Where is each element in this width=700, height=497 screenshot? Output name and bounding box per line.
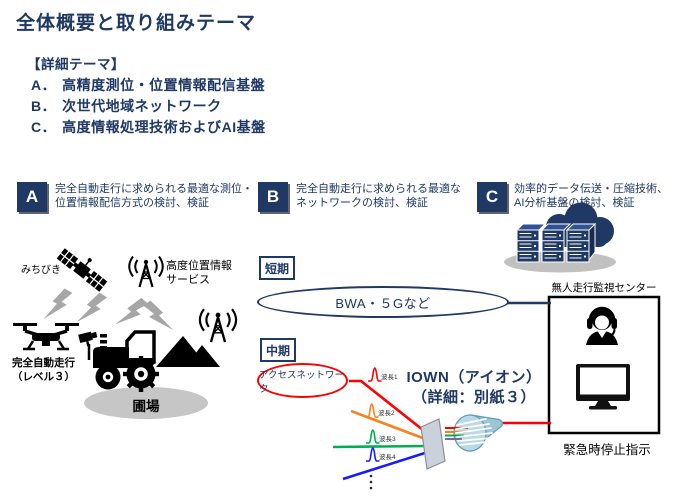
- multiplexer-prism: [420, 418, 446, 470]
- iown-label: IOWN（アイオン） （詳細：別紙３）: [406, 369, 542, 406]
- access-network-ellipse: アクセスネットワーク: [257, 363, 348, 398]
- wavelength4-peak: [365, 447, 381, 462]
- section-b-description: 完全自動走行に求められる最適な ネットワークの検討、検証: [296, 183, 486, 210]
- autonomous-driving-label: 完全自動走行 （レベル３）: [12, 357, 75, 383]
- theme-item-b-label: B．: [31, 98, 57, 114]
- monitor-icon: [576, 364, 630, 410]
- section-c-line1: 効率的データ伝送・圧縮技術、: [514, 183, 668, 195]
- radio-tower-icon-2: [198, 307, 238, 344]
- theme-item-b: B． 次世代地域ネットワーク: [31, 96, 222, 116]
- optical-fiber-icon: [445, 414, 504, 453]
- wavelength2-label: 波長2: [378, 410, 395, 417]
- monitoring-center-label: 無人走行監視センター: [551, 282, 657, 294]
- michibiki-label: みちびき: [21, 265, 61, 276]
- short-term-box: 短期: [259, 256, 295, 280]
- wavelength2-peak: [364, 403, 380, 418]
- drone-icon: [13, 323, 79, 351]
- page-title: 全体概要と取り組みテーマ: [16, 13, 257, 34]
- wavelength2-line: [350, 409, 429, 442]
- theme-item-a-text: 高精度測位・位置情報配信基盤: [62, 77, 266, 93]
- field-label: 圃場: [132, 399, 160, 414]
- wavelength1-label: 波長1: [381, 374, 398, 381]
- section-c-line2: AI分析基盤の検討、検証: [514, 196, 635, 209]
- section-c-description: 効率的データ伝送・圧縮技術、 AI分析基盤の検討、検証: [514, 183, 694, 210]
- section-badge-b: B: [258, 182, 288, 212]
- wavelength3-label: 波長3: [379, 436, 396, 443]
- satellite-icon: [56, 248, 108, 292]
- location-service-label: 高度位置情報 サービス: [166, 260, 232, 286]
- signal-bolts: [42, 286, 174, 338]
- theme-item-a-label: A．: [31, 77, 57, 93]
- radio-tower-icon: [128, 255, 164, 289]
- field-ellipse: [84, 387, 208, 419]
- wavelength3-peak: [365, 429, 381, 444]
- wavelength1-peak: [367, 367, 383, 382]
- themes-heading: 【詳細テーマ】: [27, 57, 125, 72]
- wavelength4-line: [342, 450, 429, 481]
- theme-item-b-text: 次世代地域ネットワーク: [62, 98, 222, 114]
- theme-item-c-text: 高度情報処理技術およびAI基盤: [62, 119, 266, 135]
- section-b-line2: ネットワークの検討、検証: [296, 196, 428, 209]
- section-badge-c: C: [477, 182, 507, 212]
- section-a-line1: 完全自動走行に求められる最適な測位・: [55, 183, 253, 195]
- mid-term-box: 中期: [260, 338, 296, 362]
- theme-item-c-label: C．: [31, 119, 57, 135]
- more-wavelengths-dots: [369, 474, 373, 490]
- section-badge-a: A: [17, 182, 47, 212]
- wavelength1-line: [349, 379, 429, 436]
- theme-item-a: A． 高精度測位・位置情報配信基盤: [31, 75, 265, 95]
- bwa-5g-ellipse: BWA・５Gなど: [257, 286, 509, 318]
- cloud-server-icon: [504, 202, 616, 273]
- operator-icon: [586, 306, 618, 345]
- section-a-description: 完全自動走行に求められる最適な測位・ 位置情報配信方式の検討、検証: [55, 183, 260, 210]
- section-b-line1: 完全自動走行に求められる最適な: [296, 183, 461, 195]
- wavelength3-line: [332, 444, 429, 449]
- theme-item-c: C． 高度情報処理技術およびAI基盤: [31, 117, 266, 137]
- mountains-icon: [156, 336, 220, 367]
- tractor-icon: [78, 330, 159, 392]
- section-a-line2: 位置情報配信方式の検討、検証: [55, 196, 209, 209]
- wavelength4-label: 波長4: [379, 454, 396, 461]
- emergency-stop-label: 緊急時停止指示: [563, 443, 651, 457]
